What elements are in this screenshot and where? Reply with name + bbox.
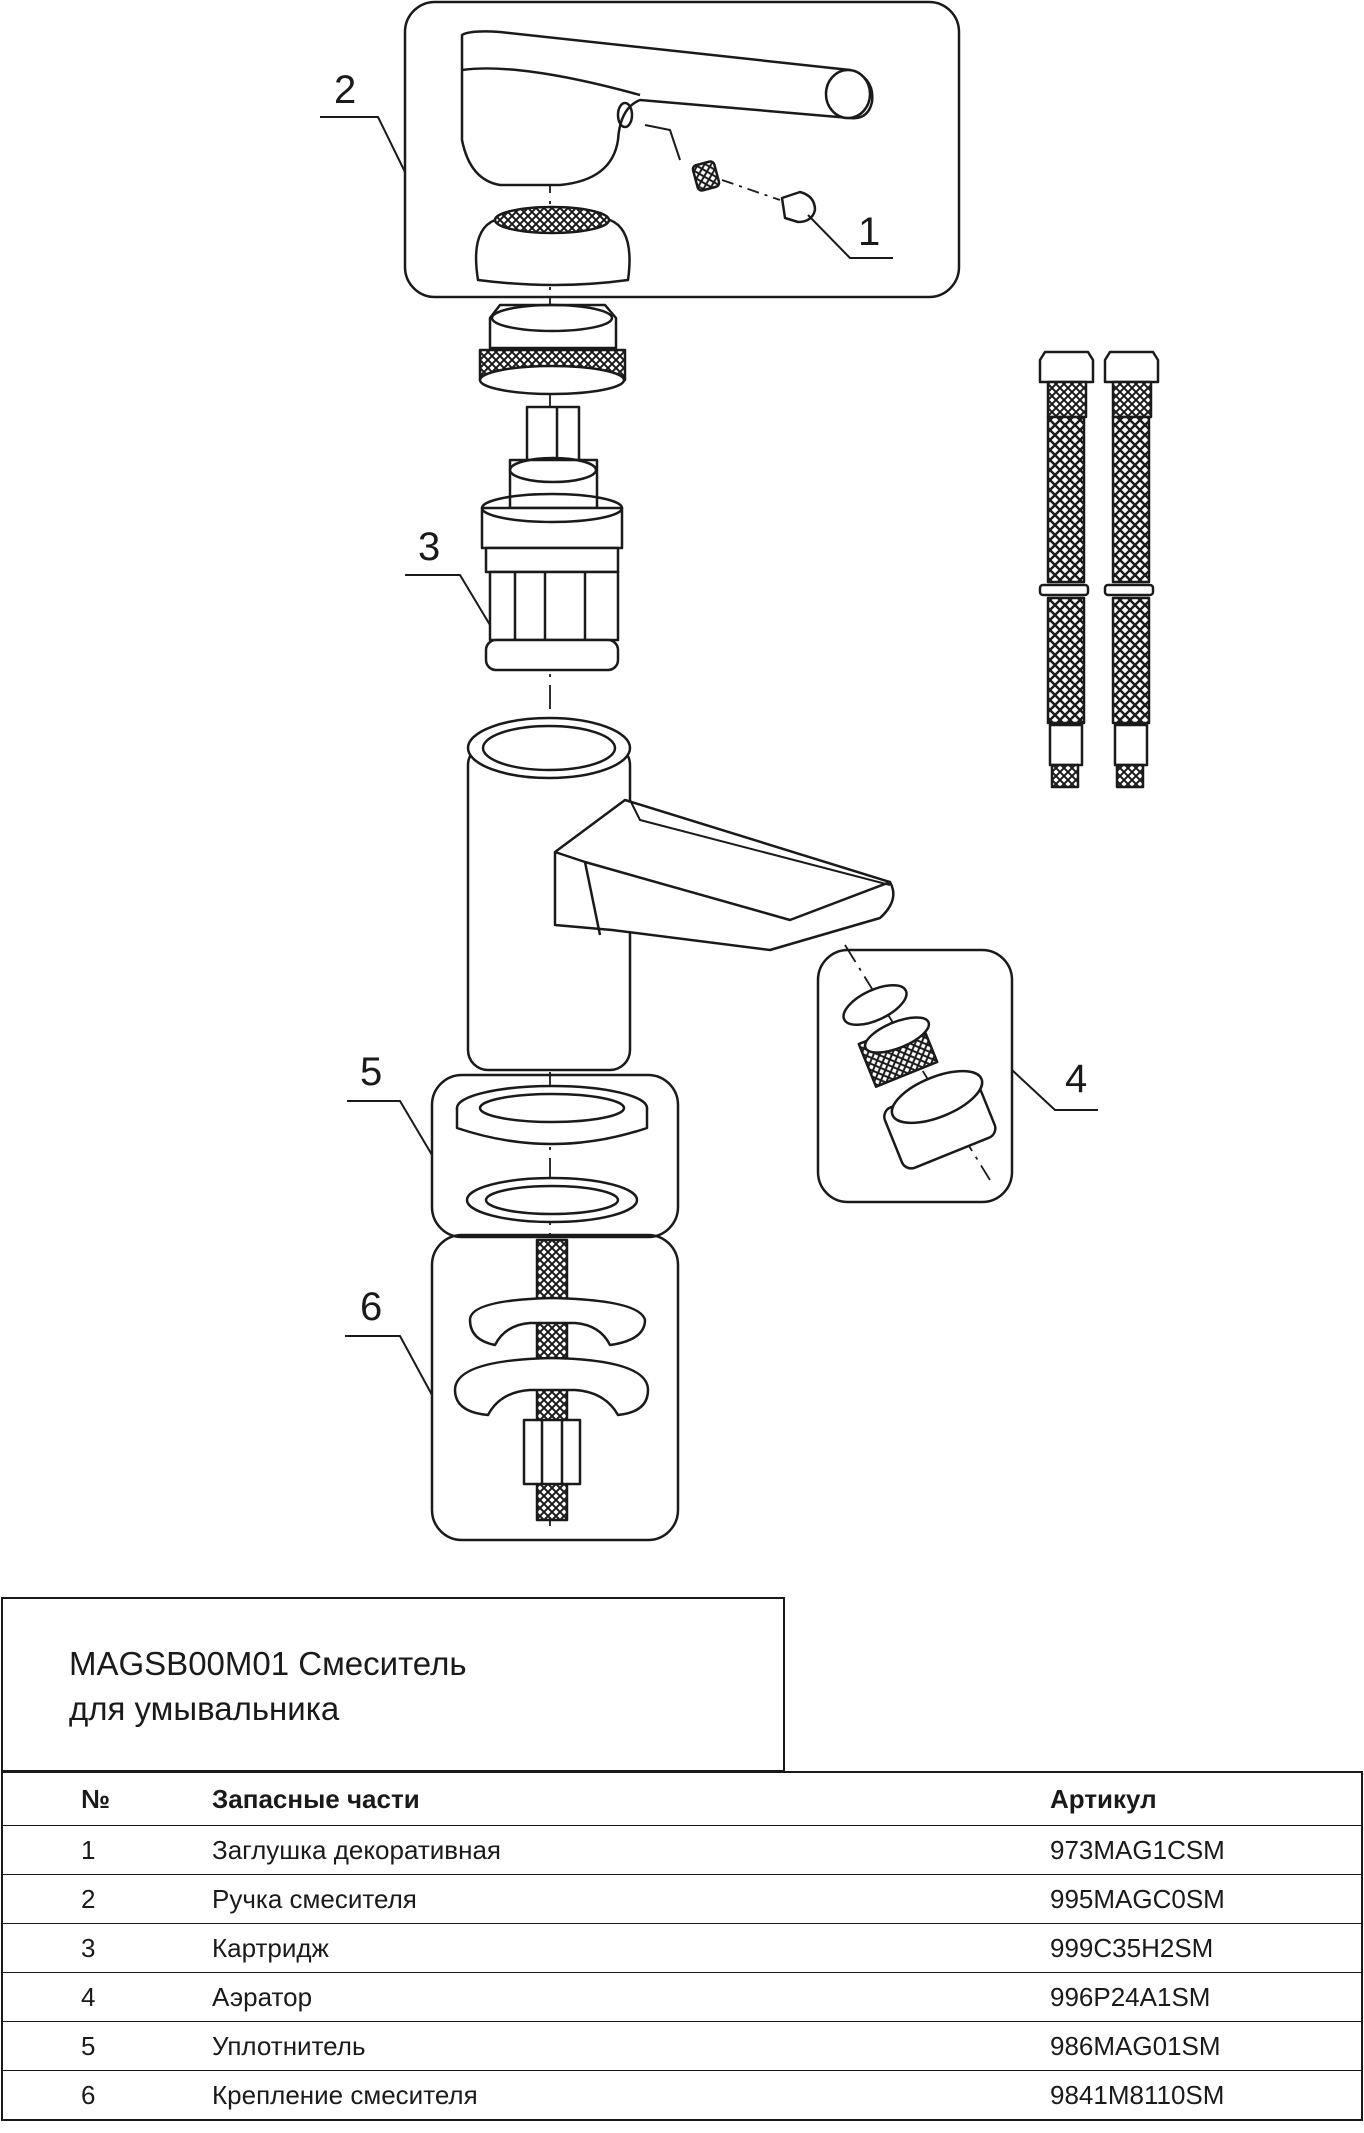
table-row: 4 Аэратор 996P24A1SM	[2, 1972, 1362, 2022]
group-box-aerator	[816, 948, 1014, 1204]
horseshoe-washer-lower	[453, 1356, 650, 1417]
table-header-row: № Запасные части Артикул	[2, 1772, 1362, 1826]
hex-nut	[522, 1418, 582, 1486]
cell-no: 5	[2, 2021, 212, 2071]
leader-6	[345, 1335, 433, 1396]
seal-ring-lower	[465, 1176, 639, 1224]
leader-4	[1011, 1069, 1098, 1111]
table-row: 1 Заглушка декоративная 973MAG1CSM	[2, 1825, 1362, 1875]
product-title-box: MAGSB00M01 Смеситель для умывальника	[1, 1597, 785, 1772]
cell-sku: 996P24A1SM	[1050, 1972, 1362, 2022]
screw-part	[691, 160, 721, 192]
leader-3	[405, 574, 491, 626]
callout-6: 6	[360, 1285, 382, 1329]
cell-no: 3	[2, 1923, 212, 1973]
cell-no: 2	[2, 1874, 212, 1924]
cell-sku: 9841M8110SM	[1050, 2070, 1362, 2121]
leader-1	[807, 214, 893, 259]
cell-name: Аэратор	[212, 1972, 1050, 2022]
cell-sku: 986MAG01SM	[1050, 2021, 1362, 2071]
cell-sku: 999C35H2SM	[1050, 1923, 1362, 1973]
table-row: 2 Ручка смесителя 995MAGC0SM	[2, 1874, 1362, 1924]
cell-name: Ручка смесителя	[212, 1874, 1050, 1924]
product-title-line-2: для умывальника	[69, 1690, 340, 1727]
cell-name: Крепление смесителя	[212, 2070, 1050, 2121]
callout-3: 3	[418, 525, 440, 569]
decorative-cap-cone	[474, 218, 631, 287]
horseshoe-washer-upper	[468, 1296, 647, 1347]
leader-2	[320, 116, 406, 173]
leader-5	[347, 1100, 433, 1156]
flexible-hose-right	[1103, 350, 1160, 789]
mixer-body-part	[466, 716, 895, 1072]
table-row: 6 Крепление смесителя 9841M8110SM	[2, 2070, 1362, 2121]
cell-name: Заглушка декоративная	[212, 1825, 1050, 1875]
callout-5: 5	[360, 1050, 382, 1094]
handle-part	[460, 30, 874, 187]
bonnet-nut-part	[488, 303, 618, 350]
aerator-washer	[842, 983, 908, 1027]
product-title: MAGSB00M01 Смеситель для умывальника	[69, 1641, 467, 1731]
header-sku: Артикул	[1050, 1772, 1362, 1826]
cell-name: Картридж	[212, 1923, 1050, 1973]
group-box-mounting	[430, 1233, 680, 1542]
product-title-line-1: MAGSB00M01 Смеситель	[69, 1645, 467, 1682]
header-no: №	[2, 1772, 212, 1826]
spare-parts-table: № Запасные части Артикул 1 Заглушка деко…	[1, 1771, 1363, 2121]
cell-name: Уплотнитель	[212, 2021, 1050, 2071]
header-name: Запасные части	[212, 1772, 1050, 1826]
cell-sku: 973MAG1CSM	[1050, 1825, 1362, 1875]
group-box-handle	[403, 0, 961, 299]
table-row: 3 Картридж 999C35H2SM	[2, 1923, 1362, 1973]
callout-1: 1	[858, 210, 880, 254]
exploded-view-diagram: 1 2 3 4 5 6	[320, 0, 1160, 1542]
cell-no: 1	[2, 1825, 212, 1875]
callout-4: 4	[1065, 1057, 1087, 1101]
cell-no: 6	[2, 2070, 212, 2121]
cell-no: 4	[2, 1972, 212, 2022]
flexible-hose-left	[1038, 350, 1095, 789]
cell-sku: 995MAGC0SM	[1050, 1874, 1362, 1924]
table-row: 5 Уплотнитель 986MAG01SM	[2, 2021, 1362, 2071]
callout-2: 2	[334, 68, 356, 112]
cartridge-part	[480, 405, 624, 672]
decorative-plug-part	[780, 190, 817, 224]
group-box-seals	[430, 1073, 680, 1239]
